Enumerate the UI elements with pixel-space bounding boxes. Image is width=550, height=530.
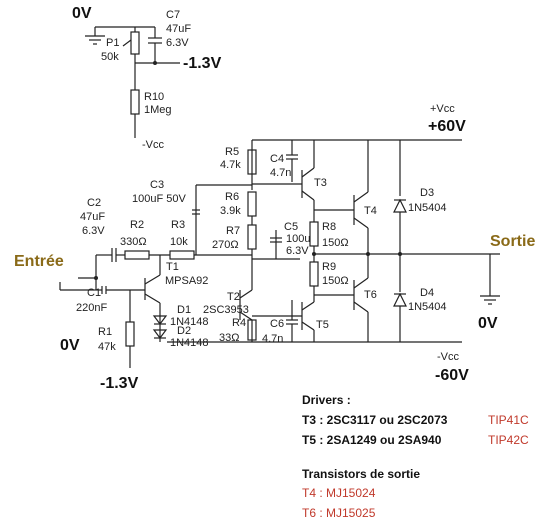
r9-value: 150Ω bbox=[322, 275, 349, 287]
t1-name: T1 bbox=[166, 261, 179, 273]
gnd-output-label: 0V bbox=[478, 315, 498, 332]
c3-name: C3 bbox=[150, 179, 164, 191]
d2-name: D2 bbox=[177, 325, 191, 337]
c5-value: 100u bbox=[286, 233, 310, 245]
r10-value: 1Meg bbox=[144, 104, 172, 116]
r2-value: 330Ω bbox=[120, 236, 147, 248]
c6-name: C6 bbox=[270, 318, 284, 330]
t3-name: T3 bbox=[314, 177, 327, 189]
t2-name: T2 bbox=[227, 291, 240, 303]
t5-driver-alt: TIP42C bbox=[488, 433, 529, 447]
legend: Drivers : T3 : 2SC3117 ou 2SC2073 TIP41C… bbox=[302, 393, 529, 520]
c7-voltage: 6.3V bbox=[166, 37, 189, 49]
r7-name: R7 bbox=[226, 225, 240, 237]
minus-vcc-label: -Vcc bbox=[437, 351, 460, 363]
r8-value: 150Ω bbox=[322, 237, 349, 249]
p1-value: 50k bbox=[101, 51, 119, 63]
gnd-top-label: 0V bbox=[72, 5, 92, 22]
d1-part: 1N4148 bbox=[170, 316, 209, 328]
gnd-input-label: 0V bbox=[60, 337, 80, 354]
c7-value: 47uF bbox=[166, 23, 191, 35]
d2-part: 1N4148 bbox=[170, 337, 209, 349]
r3-name: R3 bbox=[171, 219, 185, 231]
outputs-title: Transistors de sortie bbox=[302, 467, 420, 481]
t6-name: T6 bbox=[364, 289, 377, 301]
plus-vcc-value: +60V bbox=[428, 118, 466, 135]
c7-name: C7 bbox=[166, 9, 180, 21]
c2-value: 47uF bbox=[80, 211, 105, 223]
output-stage bbox=[252, 140, 500, 342]
r3-value: 10k bbox=[170, 236, 188, 248]
t2-part: 2SC3953 bbox=[203, 304, 249, 316]
minus-vcc-value: -60V bbox=[435, 367, 469, 384]
d4-name: D4 bbox=[420, 287, 434, 299]
c4-name: C4 bbox=[270, 153, 284, 165]
t1-part: MPSA92 bbox=[165, 275, 208, 287]
t3-driver-alt: TIP41C bbox=[488, 413, 529, 427]
c1-value: 220nF bbox=[76, 302, 107, 314]
r5-name: R5 bbox=[225, 146, 239, 158]
r6-name: R6 bbox=[225, 191, 239, 203]
input-label: Entrée bbox=[14, 253, 64, 270]
d3-part: 1N5404 bbox=[408, 202, 447, 214]
neg13-bottom-label: -1.3V bbox=[100, 375, 139, 392]
r1-name: R1 bbox=[98, 326, 112, 338]
r4-name: R4 bbox=[232, 317, 246, 329]
r2-name: R2 bbox=[130, 219, 144, 231]
t5-driver-text: T5 : 2SA1249 ou 2SA940 bbox=[302, 433, 442, 447]
r1-value: 47k bbox=[98, 341, 116, 353]
drivers-title: Drivers : bbox=[302, 393, 351, 407]
d3-name: D3 bbox=[420, 187, 434, 199]
t4-output-text: T4 : MJ15024 bbox=[302, 486, 376, 500]
c2-voltage: 6.3V bbox=[82, 225, 105, 237]
t3-driver-text: T3 : 2SC3117 ou 2SC2073 bbox=[302, 413, 448, 427]
c4-value: 4.7n bbox=[270, 167, 291, 179]
d4-part: 1N5404 bbox=[408, 301, 447, 313]
c3-value: 100uF 50V bbox=[132, 193, 186, 205]
r9-name: R9 bbox=[322, 261, 336, 273]
c5-name: C5 bbox=[284, 221, 298, 233]
r6-value: 3.9k bbox=[220, 205, 241, 217]
p1-name: P1 bbox=[106, 37, 119, 49]
c5-voltage: 6.3V bbox=[286, 245, 309, 257]
c1-name: C1 bbox=[87, 287, 101, 299]
input-stage bbox=[59, 184, 252, 368]
r5-value: 4.7k bbox=[220, 159, 241, 171]
neg13-top-label: -1.3V bbox=[183, 55, 222, 72]
output-label: Sortie bbox=[490, 233, 535, 250]
t4-name: T4 bbox=[364, 205, 377, 217]
vas-stage bbox=[239, 140, 300, 342]
r8-name: R8 bbox=[322, 221, 336, 233]
t6-output-text: T6 : MJ15025 bbox=[302, 506, 376, 520]
t5-name: T5 bbox=[316, 319, 329, 331]
r10-name: R10 bbox=[144, 91, 164, 103]
plus-vcc-label: +Vcc bbox=[430, 103, 455, 115]
c6-value: 4.7n bbox=[262, 333, 283, 345]
r4-value: 33Ω bbox=[219, 332, 239, 344]
r7-value: 270Ω bbox=[212, 239, 239, 251]
bias-network bbox=[85, 26, 180, 138]
minus-vcc-small-label: -Vcc bbox=[142, 139, 165, 151]
d1-name: D1 bbox=[177, 304, 191, 316]
c2-name: C2 bbox=[87, 197, 101, 209]
